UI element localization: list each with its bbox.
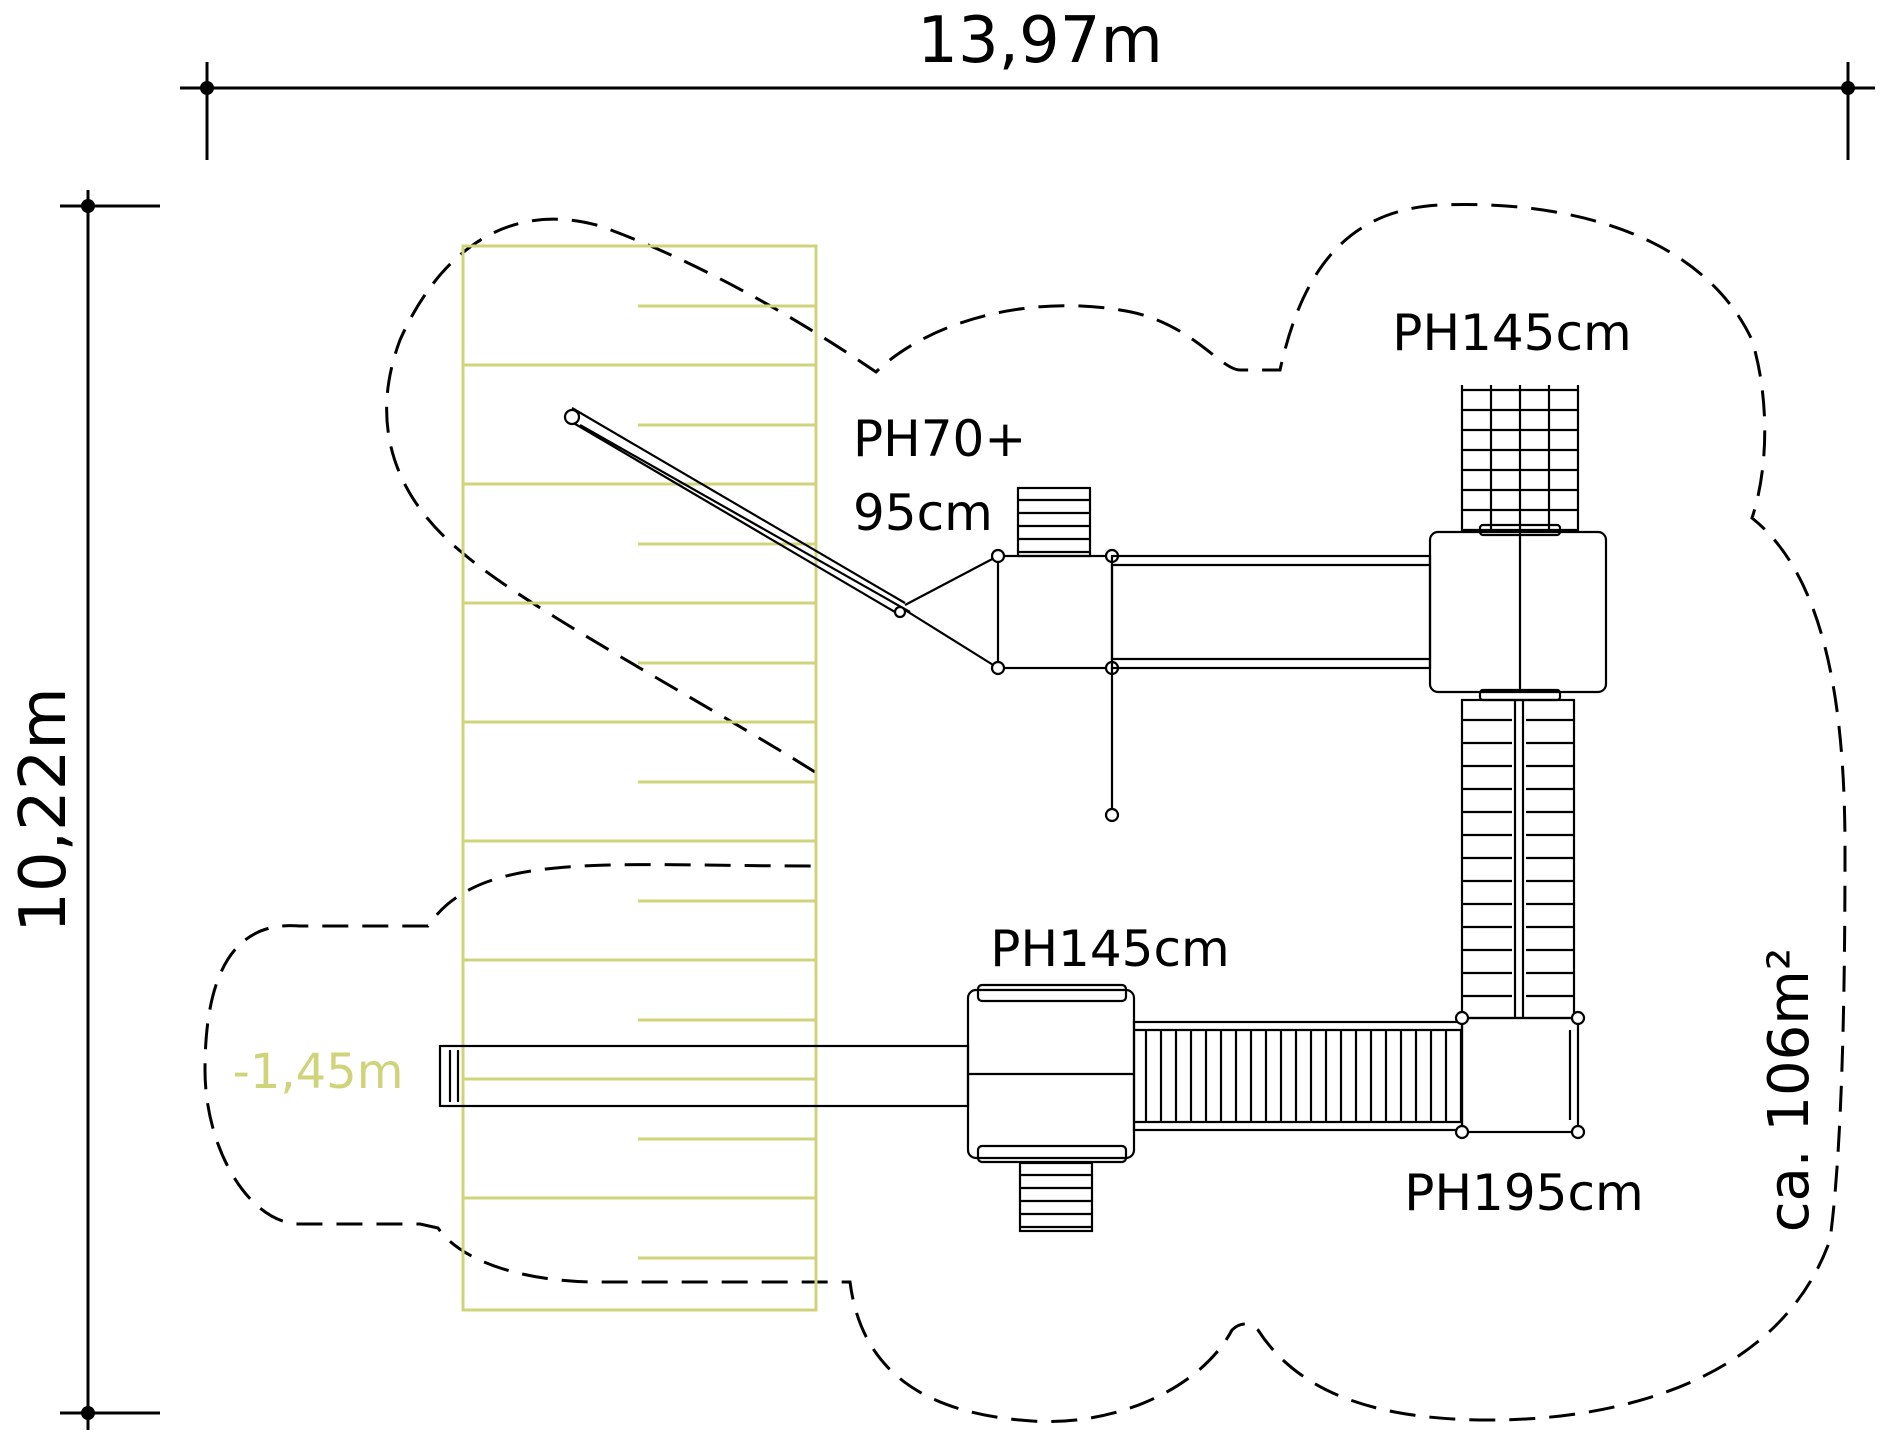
width-dimension-label: 13,97m bbox=[917, 4, 1163, 78]
platform-height-top-left-label-line1: PH70+ bbox=[853, 410, 1026, 468]
safety-zone-outline bbox=[203, 203, 1847, 1424]
sandpit-area: -1,45m bbox=[233, 244, 818, 1312]
platform-height-bottom-middle-label: PH145cm bbox=[990, 920, 1229, 978]
width-dimension: 13,97m bbox=[180, 4, 1875, 160]
top-right-tower-group bbox=[1428, 385, 1608, 1020]
height-dimension-label: 10,22m bbox=[7, 687, 81, 933]
top-left-platform-group bbox=[563, 407, 1432, 823]
sandpit-depth-label: -1,45m bbox=[233, 1044, 404, 1100]
bottom-platform-group bbox=[438, 983, 1586, 1233]
platform-height-top-left-label-line2: 95cm bbox=[853, 484, 993, 542]
height-dimension: 10,22m bbox=[7, 190, 160, 1430]
platform-height-bottom-right-label: PH195cm bbox=[1404, 1164, 1643, 1222]
platform-height-top-right-label: PH145cm bbox=[1392, 304, 1631, 362]
area-label: ca. 106m² bbox=[1757, 948, 1822, 1233]
